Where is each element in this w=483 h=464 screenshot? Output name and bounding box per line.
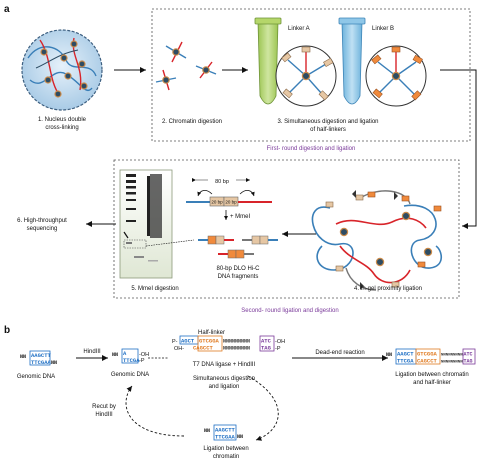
bp20b-label: 20 bp bbox=[225, 200, 237, 205]
lig-label-line1: Ligation between chromatin bbox=[395, 372, 468, 378]
hl-top-c: ATC bbox=[261, 338, 272, 345]
recut-label-line2: HindIII bbox=[95, 412, 113, 418]
step3-label-line2: of half-linkers bbox=[310, 127, 346, 133]
genomic-dna: NN AAGCTT TTCGAA NN bbox=[20, 350, 57, 366]
rel-nn-top: NN bbox=[204, 428, 210, 434]
round1-box bbox=[151, 8, 471, 142]
lig-top-c: ATC bbox=[464, 352, 473, 358]
rel-top-seq: AAGCTT bbox=[215, 427, 236, 434]
cut-genomic-dna: NN A TTCGA -OH -P bbox=[112, 348, 149, 364]
fragments-label-line1: 80-bp DLO Hi-C bbox=[216, 266, 260, 272]
step4-label: 4. In-gel proximity ligation bbox=[354, 286, 422, 292]
bp80-label: 80 bp bbox=[215, 179, 229, 185]
linker-b-circle bbox=[365, 45, 427, 107]
rel-nn-bot: NN bbox=[237, 434, 243, 440]
simultaneous-label-line2: and ligation bbox=[209, 384, 240, 390]
tube-linker-a bbox=[254, 17, 282, 105]
genomic-top-seq: AAGCTT bbox=[31, 352, 52, 359]
genomic-dna-label-2: Genomic DNA bbox=[111, 372, 149, 378]
dlo-fragments bbox=[198, 235, 278, 259]
hl-oh-right: -OH bbox=[275, 339, 285, 345]
half-linker-label: Half-linker bbox=[198, 330, 225, 336]
cut-top-seq: A bbox=[123, 350, 127, 357]
ligated-product: NN AAGCT TTCGA GTCGGA CAGCCT NNNNNNNNN N… bbox=[386, 348, 476, 365]
genomic-nn-bot-right: NN bbox=[51, 360, 57, 366]
lig-bot-n: NNNNNNNNN bbox=[441, 361, 463, 365]
lig-label-line2: and half-linker bbox=[413, 380, 451, 386]
step1-label-line1: 1. Nucleus double bbox=[38, 117, 87, 123]
lig-top-n: NNNNNNNNN bbox=[441, 354, 463, 358]
step3-label-line1: 3. Simultaneous digestion and ligation bbox=[277, 119, 378, 125]
hindiii-label: HindIII bbox=[83, 349, 101, 355]
genomic-nn-top-left: NN bbox=[20, 354, 26, 360]
cut-p: -P bbox=[139, 358, 145, 364]
t7-label: T7 DNA ligase + HindIII bbox=[193, 362, 256, 368]
step1-label-line2: cross-linking bbox=[45, 125, 78, 131]
cut-oh: -OH bbox=[139, 352, 149, 358]
bp20a-label: 20 bp bbox=[211, 200, 223, 205]
panel-b-label: b bbox=[4, 325, 10, 336]
tube-linker-b bbox=[338, 17, 366, 105]
genomic-bot-seq: TTCGAA bbox=[31, 359, 52, 366]
fragments-label-line2: DNA fragments bbox=[218, 274, 259, 280]
hl-bot-n: NNNNNNNNN bbox=[223, 346, 250, 352]
dead-end-label: Dead-end reaction bbox=[315, 350, 364, 356]
hl-top-n: NNNNNNNNN bbox=[223, 339, 250, 345]
half-linker: P- OH- AGCT GTCGGA NNNNNNNNN ATC -OH CAG… bbox=[172, 335, 285, 352]
rel-bot-seq: TTCGAA bbox=[215, 434, 236, 441]
bottom-label-line1: Ligation between bbox=[203, 446, 248, 452]
lig-bot-b: CAGCCT bbox=[417, 358, 438, 365]
round1-label: First- round digestion and ligation bbox=[267, 146, 356, 152]
gel-image bbox=[119, 169, 173, 279]
proximity-ligation-structure bbox=[311, 190, 443, 291]
religated-chromatin: NN AAGCTT TTCGAA NN bbox=[204, 424, 243, 441]
round2-box bbox=[113, 159, 460, 299]
step2-label: 2. Chromatin digestion bbox=[162, 119, 222, 125]
step5-label: 5. MmeI digestion bbox=[131, 286, 178, 292]
lig-bot-a: TTCGA bbox=[397, 358, 414, 365]
gel-zoom-line bbox=[145, 239, 195, 247]
lig-nn-top: NN bbox=[386, 352, 392, 358]
round2-label: Second- round ligation and digestion bbox=[241, 308, 338, 314]
digested-chromatin bbox=[155, 41, 217, 91]
lig-bot-c: TAG bbox=[464, 359, 473, 365]
lig-top-a: AAGCT bbox=[397, 351, 414, 358]
mmei-fragment bbox=[186, 178, 272, 220]
genomic-dna-label: Genomic DNA bbox=[17, 374, 55, 380]
hl-top-b: GTCGGA bbox=[199, 338, 220, 345]
simultaneous-label-line1: Simultaneous digestion bbox=[193, 376, 255, 382]
nucleus bbox=[21, 29, 103, 111]
panel-a-label: a bbox=[4, 4, 10, 15]
hl-p: P- bbox=[172, 339, 178, 345]
hl-p-right: -P bbox=[275, 346, 281, 352]
linker-b-label: Linker B bbox=[372, 26, 394, 32]
hl-bot-c: TAG bbox=[261, 345, 272, 352]
linker-a-circle bbox=[275, 45, 337, 107]
bottom-label-line2: chromatin bbox=[213, 454, 239, 460]
cut-nn-top: NN bbox=[112, 352, 118, 358]
step6-label-line2: sequencing bbox=[27, 226, 58, 232]
mmei-label: + MmeI bbox=[230, 214, 251, 220]
step6-label-line1: 6. High-throughput bbox=[17, 218, 67, 224]
lig-top-b: GTCGGA bbox=[417, 351, 438, 358]
cut-bot-seq: TTCGA bbox=[123, 357, 140, 364]
linker-a-label: Linker A bbox=[288, 26, 310, 32]
cycle-arrow-down bbox=[247, 375, 279, 441]
hl-top-a: AGCT bbox=[181, 338, 195, 345]
hl-oh-left: OH- bbox=[174, 346, 184, 352]
arrow-round1-round2 bbox=[440, 69, 477, 229]
recut-label-line1: Recut by bbox=[92, 404, 116, 410]
hl-bot-a: CAGCCT bbox=[193, 345, 214, 352]
cycle-arrow-up bbox=[125, 385, 185, 437]
